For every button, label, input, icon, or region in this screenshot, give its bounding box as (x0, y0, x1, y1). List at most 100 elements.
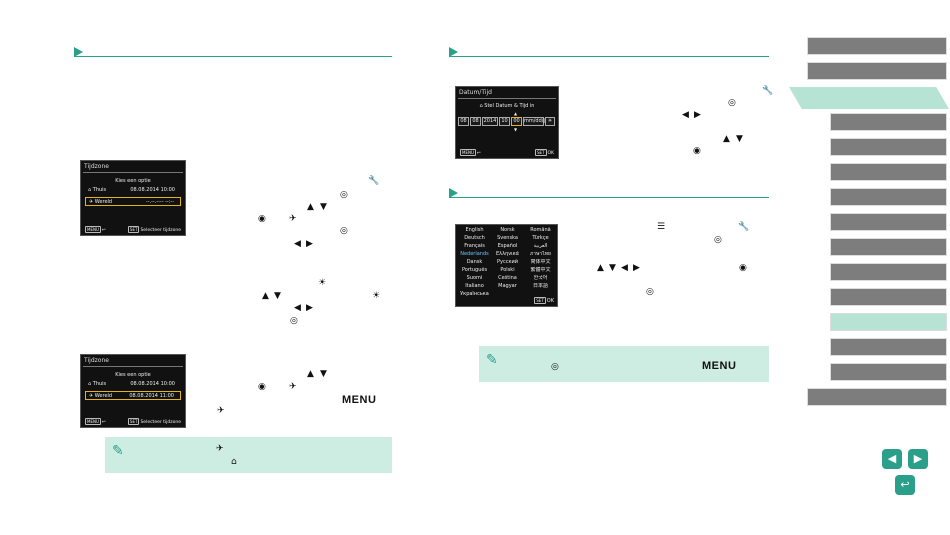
language-option[interactable]: ภาษาไทย (530, 251, 551, 257)
chapter-tab[interactable] (830, 363, 947, 381)
right-arrow-icon: ▶ (306, 303, 313, 313)
dst-toggle[interactable]: ☀ (545, 117, 555, 126)
option-world[interactable]: ✈ Wereld 08.08.2014 11:00 (85, 391, 181, 400)
language-option[interactable]: Norsk (500, 227, 515, 233)
option-home[interactable]: ⌂ Thuis 08.08.2014 10:00 (85, 380, 181, 389)
chapter-tab[interactable] (807, 388, 947, 406)
language-option[interactable]: Polski (500, 267, 515, 273)
language-option[interactable]: 简体中文 (530, 259, 551, 265)
option-home-value: 08.08.2014 10:00 (130, 187, 175, 193)
language-option[interactable]: Ελληνικά (496, 251, 519, 257)
screen-prompt: ⌂ Stel Datum & Tijd in (479, 103, 535, 109)
screen-prompt: Kies een optie (115, 372, 151, 378)
airplane-icon: ✈ (89, 393, 95, 399)
chapter-tab[interactable] (830, 338, 947, 356)
right-arrow-icon: ▶ (694, 110, 701, 120)
dial-icon: ◎ (290, 316, 298, 326)
language-option[interactable]: Čeština (498, 275, 517, 281)
return-icon[interactable]: ↩ (895, 475, 915, 495)
dial-icon: ◎ (728, 98, 736, 108)
chapter-tab[interactable] (830, 313, 947, 331)
chapter-tab[interactable] (830, 263, 947, 281)
chapter-tab[interactable] (830, 188, 947, 206)
language-option[interactable]: Magyar (498, 283, 517, 289)
option-world-label: ✈ Wereld (89, 199, 113, 205)
date-field-month[interactable]: 08 (458, 117, 469, 126)
chapter-tab[interactable] (830, 138, 947, 156)
screen-divider (458, 98, 556, 99)
date-field-day[interactable]: 08 (470, 117, 481, 126)
screen-title: Tijdzone (84, 357, 109, 364)
down-arrow-icon: ▼ (320, 369, 327, 379)
airplane-icon: ✈ (89, 199, 95, 205)
language-option[interactable]: 한국어 (533, 275, 548, 281)
left-arrow-icon: ◀ (294, 239, 301, 249)
chapter-tab[interactable] (830, 238, 947, 256)
home-icon: ⌂ (479, 103, 485, 109)
section-header-timezone (74, 47, 392, 57)
dial-icon: ◎ (340, 226, 348, 236)
chapter-tab[interactable] (807, 37, 947, 55)
menu-button-label: MENU (702, 360, 737, 372)
chapter-tab[interactable] (807, 62, 947, 80)
language-option[interactable]: Dansk (466, 259, 483, 265)
next-page-icon[interactable]: ▶ (908, 449, 928, 469)
language-option[interactable]: Français (464, 243, 485, 249)
camera-screen-timezone-2: Tijdzone Kies een optie ⌂ Thuis 08.08.20… (80, 354, 186, 428)
option-home[interactable]: ⌂ Thuis 08.08.2014 10:00 (85, 186, 181, 195)
option-world-label: ✈ Wereld (89, 393, 113, 399)
language-option[interactable]: Română (530, 227, 551, 233)
pencil-icon: ✎ (486, 351, 498, 367)
up-arrow-icon: ▲ (723, 134, 730, 144)
chapter-tab[interactable] (830, 163, 947, 181)
language-option[interactable]: Svenska (497, 235, 518, 241)
home-icon: ⌂ (88, 187, 93, 193)
chapter-tab[interactable] (789, 87, 949, 109)
language-option[interactable]: 日本語 (532, 283, 548, 289)
dial-icon: ◎ (340, 190, 348, 200)
language-option[interactable]: Русский (497, 259, 518, 265)
language-option[interactable]: English (465, 227, 484, 233)
option-world[interactable]: ✈ Wereld --.--.---- --:-- (85, 197, 181, 206)
up-arrow-icon: ▲ (262, 291, 269, 301)
language-option[interactable]: Español (497, 243, 518, 249)
screen-title: Tijdzone (84, 163, 109, 170)
language-option[interactable]: Türkçe (532, 235, 549, 241)
sun-icon: ☀ (372, 291, 381, 301)
language-option[interactable]: Deutsch (464, 235, 485, 241)
note-box-right: ✎ ◎ MENU (479, 346, 769, 382)
wrench-icon: 🔧 (368, 176, 380, 186)
language-option[interactable]: العربية (533, 243, 548, 249)
language-option[interactable]: Português (461, 267, 488, 273)
option-world-value: 08.08.2014 11:00 (129, 393, 174, 399)
language-option[interactable]: Italiano (465, 283, 484, 289)
header-triangle-icon (449, 47, 458, 57)
up-arrow-icon: ▲ (514, 111, 518, 116)
section-header-date (449, 47, 769, 57)
date-format-field[interactable]: mm/dd/jj (523, 117, 547, 126)
date-field-year[interactable]: 2014 (482, 117, 498, 126)
option-home-label: ⌂ Thuis (88, 187, 107, 193)
prev-page-icon[interactable]: ◀ (882, 449, 902, 469)
down-arrow-icon: ▼ (609, 263, 616, 273)
time-field-hour[interactable]: 10 (499, 117, 510, 126)
language-option[interactable]: Suomi (466, 275, 483, 281)
note-box-left: ✎ ✈ ⌂ (105, 437, 392, 473)
chapter-tab[interactable] (830, 113, 947, 131)
camera-screen-datetime: Datum/Tijd ⌂ Stel Datum & Tijd in ▲ 08 0… (455, 86, 559, 159)
language-option[interactable]: Nederlands (460, 251, 489, 257)
screen-footer-menu: MENU↩ (85, 226, 106, 233)
airplane-icon: ✈ (217, 406, 225, 416)
down-arrow-icon: ▼ (736, 134, 743, 144)
chapter-tab[interactable] (830, 213, 947, 231)
language-option[interactable]: 繁體中文 (530, 267, 551, 273)
dial-icon: ◎ (646, 287, 654, 297)
down-arrow-icon: ▼ (514, 127, 518, 132)
time-field-minute[interactable]: 00 (511, 117, 522, 126)
chapter-tab[interactable] (830, 288, 947, 306)
dial-icon: ◉ (739, 263, 747, 273)
language-option[interactable]: Українська (460, 291, 489, 297)
